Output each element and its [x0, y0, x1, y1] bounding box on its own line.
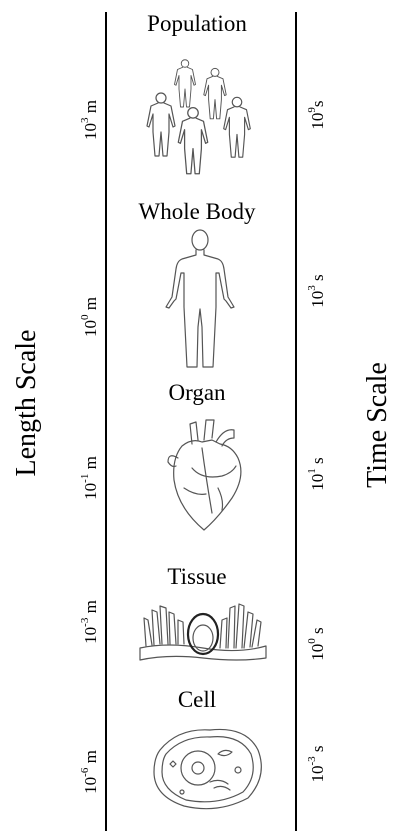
level-label-population: Population	[97, 11, 297, 37]
time-tick-tissue: 100 s	[308, 627, 328, 660]
time-tick-cell: 10-3 s	[308, 745, 328, 782]
heart-drawing-icon	[162, 418, 247, 538]
time-scale-title: Time Scale	[362, 362, 394, 488]
length-tick-whole-body: 100 m	[81, 297, 101, 337]
human-body-outline-icon	[160, 227, 240, 372]
level-label-cell: Cell	[97, 687, 297, 713]
time-tick-organ: 101 s	[308, 457, 328, 490]
length-scale-title: Length Scale	[11, 330, 43, 477]
length-tick-cell: 10-6 m	[81, 750, 101, 794]
length-tick-population: 103 m	[81, 100, 101, 140]
length-tick-organ: 10-1 m	[81, 456, 101, 500]
length-tick-tissue: 10-3 m	[81, 600, 101, 644]
time-tick-whole-body: 103 s	[308, 274, 328, 307]
level-label-organ: Organ	[97, 380, 297, 406]
time-tick-population: 109s	[308, 100, 328, 129]
level-label-whole-body: Whole Body	[97, 199, 297, 225]
cell-diagram-icon	[148, 720, 268, 815]
level-label-tissue: Tissue	[97, 564, 297, 590]
population-figures-icon	[135, 50, 260, 180]
tissue-cross-section-icon	[138, 598, 268, 663]
